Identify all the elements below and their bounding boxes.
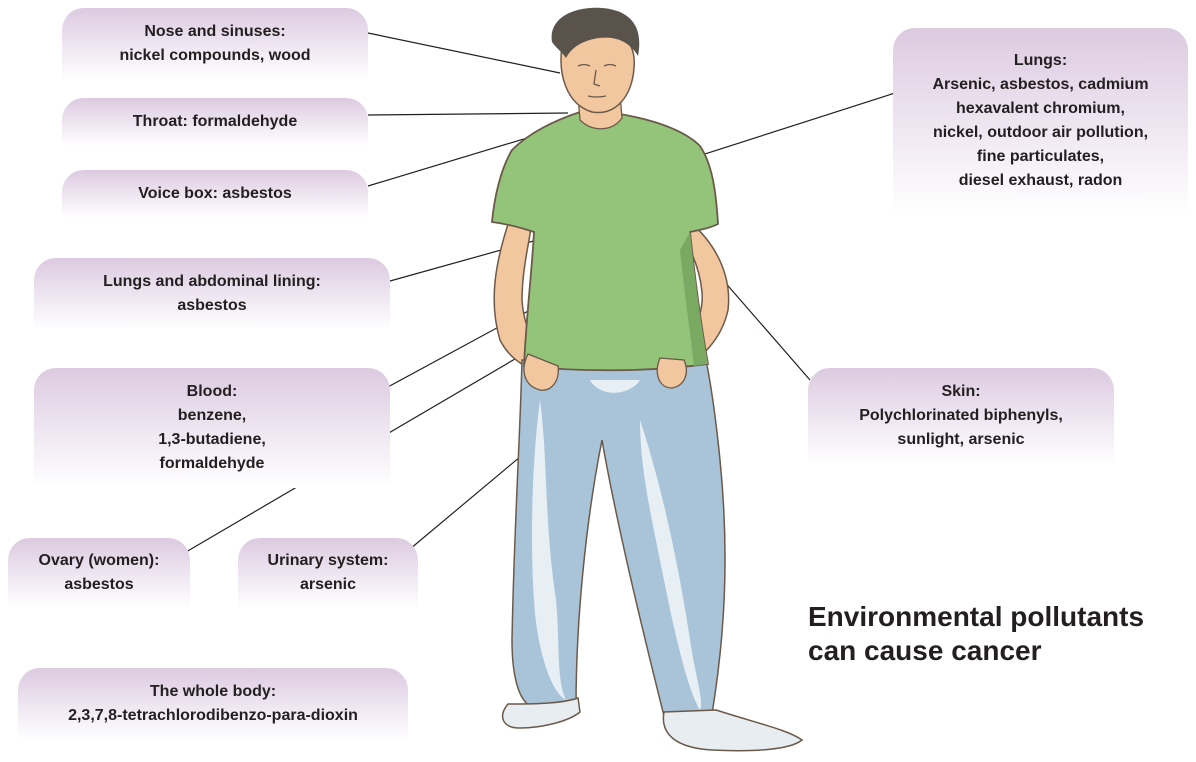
callout-ovary-text: asbestos [64,573,133,597]
callout-blood-line-2: 1,3-butadiene, [158,428,266,452]
callout-skin-line-2: sunlight, arsenic [897,428,1024,452]
callout-skin-title: Skin: [941,380,980,404]
callout-urinary: Urinary system: arsenic [238,538,418,608]
callout-lungs-title: Lungs: [1014,49,1067,73]
leader-nose [368,33,560,73]
callout-whole-body-text: 2,3,7,8-tetrachlorodibenzo-para-dioxin [68,704,358,728]
right-hand [657,358,686,388]
callout-voice-box: Voice box: asbestos [62,170,368,218]
callout-whole-body: The whole body: 2,3,7,8-tetrachlorodiben… [18,668,408,740]
callout-urinary-text: arsenic [300,573,356,597]
callout-ovary: Ovary (women): asbestos [8,538,190,608]
callout-lungs-line-5: diesel exhaust, radon [959,169,1123,193]
leader-throat [368,113,568,115]
callout-throat-text: Throat: formaldehyde [133,110,297,134]
right-shoe [663,710,802,751]
callout-lungs-line-4: fine particulates, [977,145,1104,169]
headline: Environmental pollutants can cause cance… [808,600,1144,668]
callout-throat: Throat: formaldehyde [62,98,368,146]
headline-line-1: Environmental pollutants [808,600,1144,634]
callout-nose-sinuses: Nose and sinuses: nickel compounds, wood [62,8,368,80]
callout-lungs-abdominal-title: Lungs and abdominal lining: [103,270,321,294]
callout-blood-line-3: formaldehyde [160,452,265,476]
callout-blood-line-1: benzene, [178,404,246,428]
callout-blood-title: Blood: [187,380,238,404]
callout-lungs-abdominal: Lungs and abdominal lining: asbestos [34,258,390,330]
callout-urinary-title: Urinary system: [268,549,389,573]
callout-nose-text: nickel compounds, wood [119,44,310,68]
callout-lungs-abdominal-text: asbestos [177,294,246,318]
callout-lungs-line-3: nickel, outdoor air pollution, [933,121,1148,145]
callout-whole-body-title: The whole body: [150,680,276,704]
headline-line-2: can cause cancer [808,634,1144,668]
callout-lungs-line-1: Arsenic, asbestos, cadmium [932,73,1148,97]
person-figure [492,8,802,751]
callout-skin: Skin: Polychlorinated biphenyls, sunligh… [808,368,1114,464]
callout-nose-title: Nose and sinuses: [144,20,285,44]
callout-lungs-line-2: hexavalent chromium, [956,97,1125,121]
callout-lungs: Lungs: Arsenic, asbestos, cadmium hexava… [893,28,1188,214]
callout-skin-line-1: Polychlorinated biphenyls, [859,404,1063,428]
callout-blood: Blood: benzene, 1,3-butadiene, formaldeh… [34,368,390,488]
leader-skin [716,272,810,380]
callout-voice-box-text: Voice box: asbestos [138,182,292,206]
callout-ovary-title: Ovary (women): [39,549,160,573]
